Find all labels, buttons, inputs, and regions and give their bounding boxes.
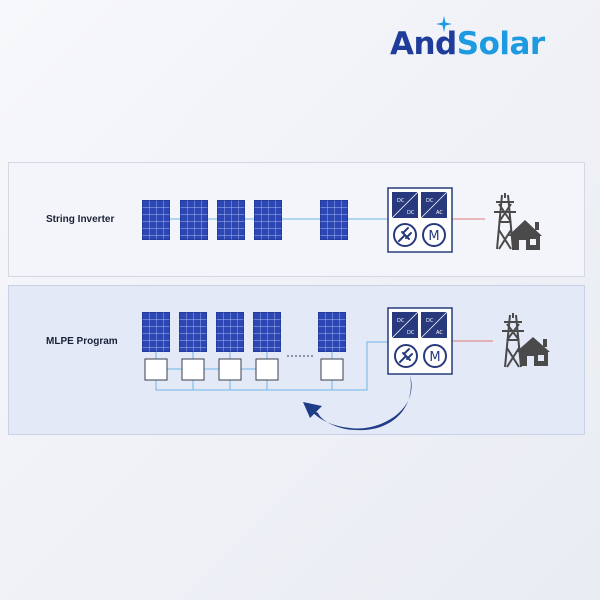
house-icon [516,337,550,366]
monitor-icon: M [422,223,446,247]
optimizer-box-icon [255,358,279,381]
solar-panel-icon [180,200,208,240]
ellipsis-dots [287,355,313,357]
inverter-icon: DC DC DC AC M [387,307,453,375]
solar-panel-icon [179,312,207,352]
dc-dc-top-label: DC [397,198,405,204]
dc-ac-bottom-label: AC [436,210,443,216]
monitor-letter: M [428,229,439,244]
solar-panel-icon [254,200,282,240]
solar-panel-icon [216,312,244,352]
transmission-tower-icon [494,193,516,250]
string-inverter-label: String Inverter [46,214,115,225]
optimizer-box-icon [144,358,168,381]
dc-ac-top-label: DC [426,198,434,204]
logo-text-solar: Solar [456,26,545,62]
house-icon [508,220,542,250]
mlpe-wire [155,341,388,391]
curved-arrow-icon [303,375,412,431]
solar-panel-icon [142,200,170,240]
transmission-tower-icon [502,313,524,368]
monitor-icon: M [423,344,447,368]
mlpe-program-section [8,285,585,435]
power-plug-icon [393,223,417,247]
inverter-icon: DC DC DC AC M [387,187,453,253]
optimizer-box-icon [320,358,344,381]
dc-dc-bottom-label: DC [407,210,415,216]
sparkle-icon [436,16,452,32]
dc-dc-top-label: DC [397,318,405,324]
dc-ac-top-label: DC [426,318,434,324]
solar-panel-icon [217,200,245,240]
monitor-letter: M [429,350,440,365]
optimizer-box-icon [181,358,205,381]
mlpe-program-label: MLPE Program [46,336,118,347]
solar-panel-icon [320,200,348,240]
solar-panel-icon [142,312,170,352]
solar-panel-icon [318,312,346,352]
power-plug-icon [394,344,418,368]
optimizer-box-icon [218,358,242,381]
dc-ac-bottom-label: AC [436,330,443,336]
logo-text-and: And [390,26,457,62]
dc-dc-bottom-label: DC [407,330,415,336]
solar-panel-icon [253,312,281,352]
